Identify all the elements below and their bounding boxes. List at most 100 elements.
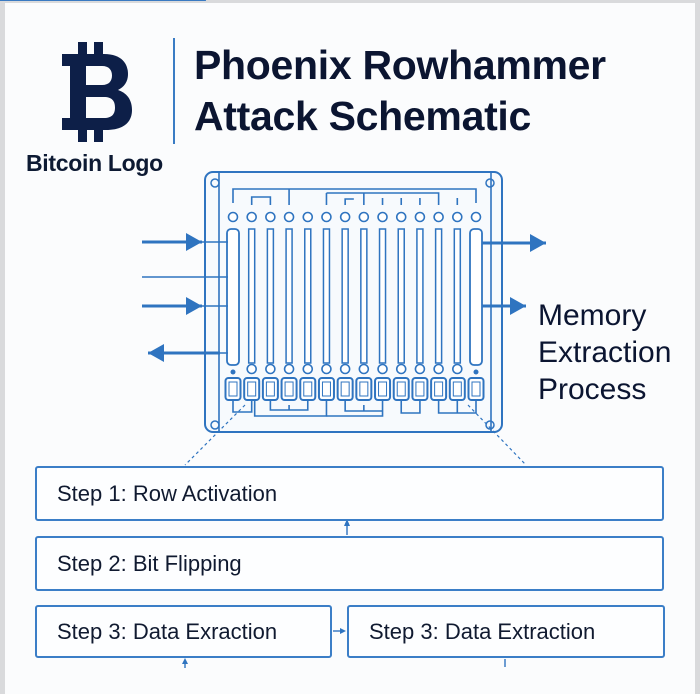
sense-amp-inner-12 [452,381,462,397]
row-line-11 [434,228,443,364]
step-2-label: Step 2: Bit Flipping [57,550,242,576]
column-bottom-node-3 [283,363,295,375]
column-top-node-3 [283,211,295,223]
column-top-node-9 [395,211,407,223]
sense-amp-12 [448,377,466,401]
column-top-node-7 [358,211,370,223]
output-arrow-2-head [510,297,526,315]
column-bottom-node-10 [414,363,426,375]
sense-amp-9 [392,377,410,401]
column-bottom-node-11 [433,363,444,375]
sense-amp-7 [355,377,373,401]
page-title: Phoenix Rowhammer Attack Schematic [194,40,606,142]
sense-amp-inner-10 [415,381,425,397]
column-bottom-node-0 [230,369,236,375]
row-cell-13 [469,228,483,366]
column-top-node-8 [377,211,388,223]
sense-amp-6 [336,377,354,401]
memory-board [204,171,503,433]
step3-connector-arrowhead [340,628,346,634]
sense-amp-3 [280,377,298,401]
column-top-node-1 [246,211,257,223]
bottom-bus-a [253,400,328,417]
input-arrow-3-head [186,297,202,315]
row-line-1 [247,228,256,364]
row-line-10 [416,228,424,364]
memory-extraction-label: Memory Extraction Process [538,297,671,408]
step-3b-box: Step 3: Data Extraction [347,605,665,658]
mount-hole-1 [485,178,495,188]
sense-amp-5 [317,377,335,401]
column-bottom-node-9 [395,363,407,375]
top-bus-outer [232,188,477,203]
top-bridge-1-2 [250,196,272,205]
column-bottom-node-8 [377,363,388,375]
column-bottom-node-6 [339,363,351,375]
bottom-bus-b [326,400,384,417]
sense-amp-inner-8 [378,381,388,397]
column-bottom-node-5 [321,363,332,375]
sense-amp-inner-9 [396,381,406,397]
column-bottom-node-2 [265,363,276,375]
step-3a-label: Step 3: Data Exraction [57,618,278,644]
step-2-box: Step 2: Bit Flipping [35,536,664,591]
step-1-box: Step 1: Row Activation [35,466,664,521]
row-line-2 [266,228,275,364]
bottom-bridge-9-10 [400,400,421,414]
column-top-node-12 [452,211,463,223]
column-top-node-2 [265,211,276,223]
title-line-2: Attack Schematic [194,93,532,139]
row-line-7 [360,228,368,364]
title-divider [173,38,175,144]
row-cell-0 [226,228,240,366]
row-line-12 [453,228,462,364]
sense-amp-11 [430,377,448,401]
step-3a-box: Step 3: Data Exraction [35,605,332,658]
side-label-line-1: Memory [538,299,647,332]
sense-amp-inner-5 [321,381,331,397]
sense-amp-1 [243,377,261,401]
column-top-node-10 [414,211,426,223]
sense-amp-0 [224,377,242,401]
sense-amp-4 [299,377,317,401]
column-top-node-5 [321,211,332,223]
column-bottom-node-13 [473,369,479,375]
sense-amp-8 [374,377,392,401]
step-1-label: Step 1: Row Activation [57,480,278,506]
sense-amp-inner-4 [303,381,313,397]
bottom-bridge-0-1 [232,400,253,413]
column-top-node-4 [302,211,314,223]
sense-amp-inner-6 [340,381,350,397]
column-top-node-13 [470,211,482,223]
sense-amp-inner-3 [284,381,294,397]
sense-amp-13 [467,377,485,401]
side-label-line-3: Process [538,373,647,406]
sense-amp-inner-7 [359,381,369,397]
mount-hole-3 [485,420,495,430]
row-line-5 [322,228,331,364]
row-line-3 [285,228,293,364]
column-top-node-6 [339,211,351,223]
column-bottom-node-4 [302,363,314,375]
leader-line-left [184,404,246,466]
row-line-8 [378,228,387,364]
output-arrow-left-head [148,344,164,362]
step3a-stub-arrowhead [182,658,188,664]
sense-amp-inner-13 [471,381,481,397]
output-arrow-1-head [530,234,546,252]
column-bottom-node-7 [358,363,370,375]
top-bridge-6 [344,198,354,205]
row-line-4 [304,228,312,364]
column-top-node-0 [227,211,239,223]
logo-caption: Bitcoin Logo [26,150,163,176]
row-line-9 [397,228,405,364]
column-top-node-11 [433,211,444,223]
column-bottom-node-1 [246,363,257,375]
title-line-1: Phoenix Rowhammer [194,42,606,88]
sense-amp-inner-2 [265,381,275,397]
step2-to-step1-arrowhead [344,519,350,526]
sense-amp-inner-11 [434,381,444,397]
sense-amp-10 [411,377,429,401]
leader-line-right [467,404,527,466]
